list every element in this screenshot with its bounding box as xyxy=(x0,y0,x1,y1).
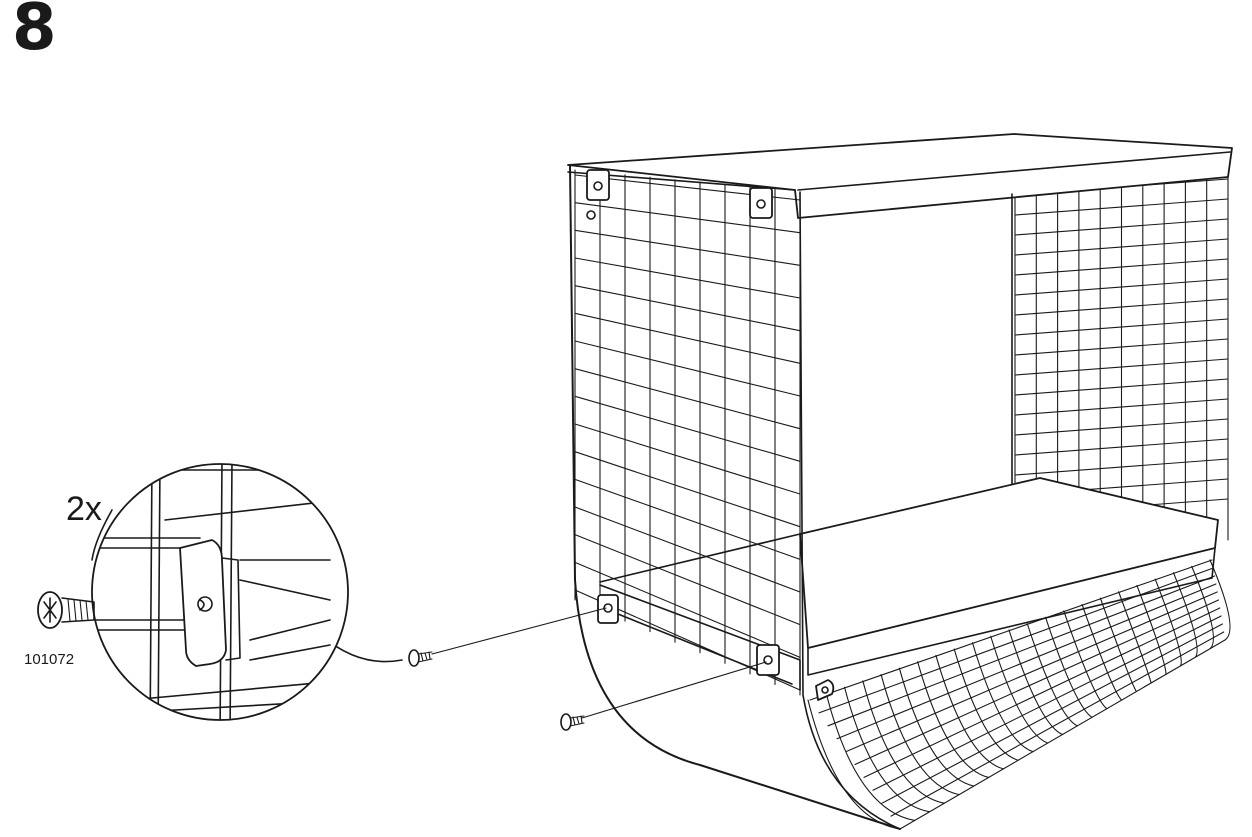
top-brackets xyxy=(586,169,773,220)
front-mesh-panel xyxy=(574,169,801,696)
back-mesh-panel xyxy=(1014,174,1229,541)
screw-icon xyxy=(408,649,433,667)
bottom-curved-mesh xyxy=(807,559,1231,830)
lower-brackets xyxy=(597,594,835,701)
magnified-detail-circle xyxy=(91,463,403,721)
wire-basket-shelf xyxy=(567,133,1233,830)
part-number-label: 101072 xyxy=(24,651,74,668)
screw-icon xyxy=(560,713,585,731)
screw-icon xyxy=(37,591,95,629)
step-number: 8 xyxy=(12,0,57,65)
quantity-label: 2x xyxy=(66,490,102,528)
